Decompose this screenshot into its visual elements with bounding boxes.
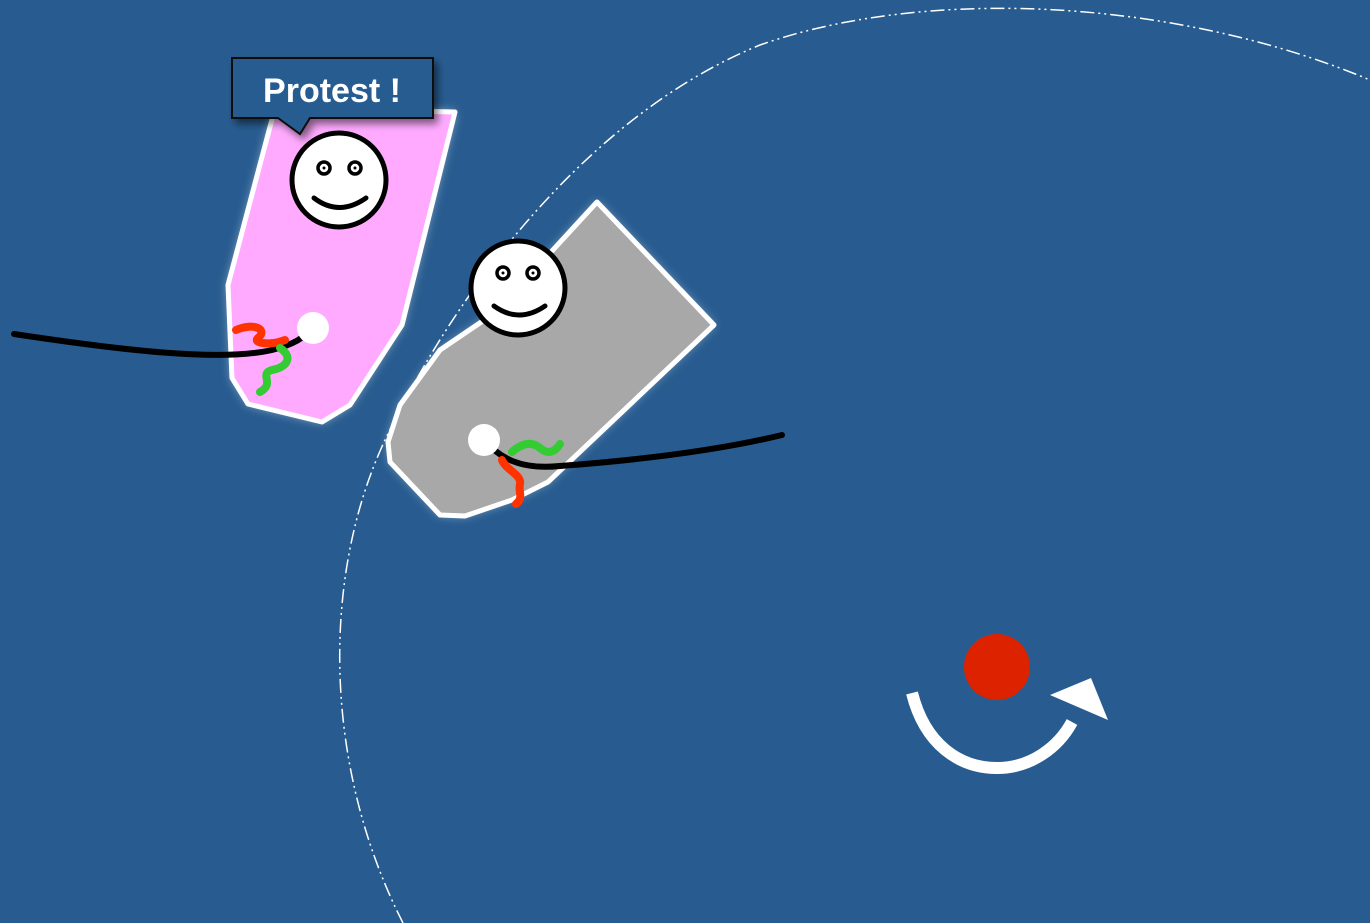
boat-pink-sailor-smiley [292,133,386,227]
mark-buoy [964,634,1030,700]
protest-callout-label-box: Protest ! [230,56,434,118]
boat-grey-sailor-smiley [471,241,565,335]
boat-pink-mast [297,312,329,344]
boat-grey-mast [468,424,500,456]
protest-callout-text: Protest ! [230,56,434,118]
